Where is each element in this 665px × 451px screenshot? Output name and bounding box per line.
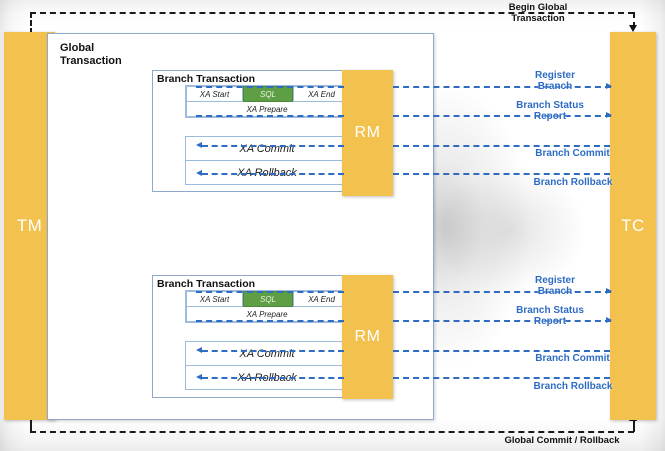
line-rm1-branch-status-report xyxy=(393,115,611,117)
line-branch1-xa-end-to-rm xyxy=(196,86,344,88)
label-branch-rollback-1: Branch Rollback xyxy=(533,177,613,188)
branch-1-sql[interactable]: SQL xyxy=(243,86,293,102)
begin-global-hline xyxy=(30,12,634,14)
rm-pillar-1[interactable]: RM xyxy=(342,70,393,196)
branch-2-xa-row: XA Start SQL XA End xyxy=(186,291,350,307)
arrowhead-branch2-rollback xyxy=(196,374,202,380)
line-tc-branch-rollback-2 xyxy=(393,377,610,379)
label-branch-rollback-2: Branch Rollback xyxy=(533,381,613,392)
global-commit-rollback-label: Global Commit / Rollback xyxy=(504,435,620,446)
label-branch-status-report-2: Branch Status Report xyxy=(516,305,584,327)
begin-global-vline-left xyxy=(30,12,32,34)
branch-transaction-2-title: Branch Transaction xyxy=(157,278,256,290)
arrowhead-rm1-register-branch xyxy=(606,83,612,89)
line-branch1-rm-to-rollback xyxy=(202,173,344,175)
label-branch-commit-1: Branch Commit xyxy=(535,148,610,159)
branch-transaction-1: Branch Transaction XA Start SQL XA End X… xyxy=(152,70,358,192)
arrowhead-rm2-register-branch xyxy=(606,288,612,294)
global-commit-vline-right xyxy=(633,421,635,432)
arrowhead-rm1-branch-status xyxy=(606,112,612,118)
line-rm2-branch-status-report xyxy=(393,320,611,322)
line-rm1-register-branch xyxy=(393,86,611,88)
line-tc-branch-commit-1 xyxy=(393,145,610,147)
tm-pillar[interactable]: TM xyxy=(4,32,55,420)
line-tc-branch-commit-2 xyxy=(393,350,610,352)
line-branch1-rm-to-commit xyxy=(202,145,344,147)
branch-1-xa-start[interactable]: XA Start xyxy=(186,86,243,102)
line-tc-branch-rollback-1 xyxy=(393,173,610,175)
tc-pillar[interactable]: TC xyxy=(610,32,656,420)
global-commit-hline xyxy=(30,431,634,433)
label-register-branch-2: Register Branch xyxy=(534,275,575,297)
branch-2-phase-one-group: XA Start SQL XA End XA Prepare xyxy=(185,290,350,323)
arrowhead-branch1-rollback xyxy=(196,170,202,176)
branch-2-xa-commit[interactable]: XA Commit xyxy=(185,341,349,366)
arrowhead-branch2-commit xyxy=(196,347,202,353)
branch-1-xa-row: XA Start SQL XA End xyxy=(186,86,350,102)
label-branch-status-report-1: Branch Status Report xyxy=(516,100,584,122)
branch-1-phase-one-group: XA Start SQL XA End XA Prepare xyxy=(185,85,350,118)
line-branch2-xa-end-to-rm xyxy=(196,291,344,293)
line-branch2-rm-to-rollback xyxy=(202,377,344,379)
line-branch2-prepare-to-rm xyxy=(196,320,344,322)
branch-2-sql[interactable]: SQL xyxy=(243,291,293,307)
begin-global-arrowhead xyxy=(629,25,637,32)
begin-global-vline-right xyxy=(633,12,635,28)
branch-transaction-2: Branch Transaction XA Start SQL XA End X… xyxy=(152,275,358,398)
begin-global-transaction-label: Begin Global Transaction xyxy=(508,2,568,24)
global-commit-vline-left xyxy=(30,420,32,432)
tm-label: TM xyxy=(16,216,43,235)
rm-label-2: RM xyxy=(354,328,381,345)
arrowhead-rm2-branch-status xyxy=(606,317,612,323)
global-transaction-title: Global Transaction xyxy=(60,42,122,67)
branch-2-xa-start[interactable]: XA Start xyxy=(186,291,243,307)
rm-label-1: RM xyxy=(354,124,381,141)
rm-pillar-2[interactable]: RM xyxy=(342,275,393,399)
branch-1-xa-commit[interactable]: XA Commit xyxy=(185,136,349,161)
branch-transaction-1-title: Branch Transaction xyxy=(157,73,256,85)
line-rm2-register-branch xyxy=(393,291,611,293)
arrowhead-branch1-commit xyxy=(196,142,202,148)
tc-label: TC xyxy=(621,216,645,235)
label-register-branch-1: Register Branch xyxy=(534,70,575,92)
line-branch1-prepare-to-rm xyxy=(196,115,344,117)
label-branch-commit-2: Branch Commit xyxy=(535,353,610,364)
line-branch2-rm-to-commit xyxy=(202,350,344,352)
